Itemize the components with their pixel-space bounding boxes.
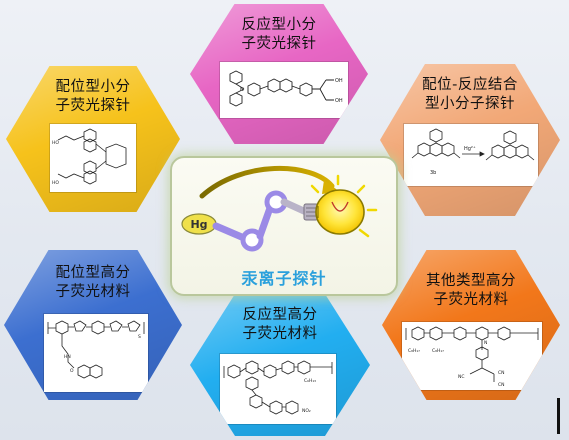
probe-illustration: Hg	[181, 165, 378, 252]
hex-title-line2: 子荧光材料	[55, 284, 131, 300]
svg-text:S: S	[138, 334, 141, 340]
hg-badge-icon: Hg	[181, 213, 217, 235]
light-bulb-icon	[303, 174, 378, 238]
other-polymer-structure-icon: C₈H₁₇ C₈H₁₇ NC CN CN N	[405, 326, 539, 388]
hex-title-line2: 子荧光探针	[241, 36, 317, 52]
center-title: 汞离子探针	[241, 269, 327, 288]
edge-marker	[557, 398, 560, 434]
reactive-probe-structure-icon: N OH OH	[229, 70, 343, 107]
hex-title-line1: 配位型小分	[55, 79, 131, 95]
svg-text:3b: 3b	[430, 170, 436, 176]
hex-title-line1: 反应型高分	[242, 307, 318, 323]
hex-coordination-small-molecule: 配位型小分 子荧光探针 HO HO	[6, 66, 180, 212]
svg-text:Hg: Hg	[190, 218, 207, 231]
hex-title: 配位型高分 子荧光材料	[4, 264, 182, 302]
svg-text:C₆H₁₃: C₆H₁₃	[304, 378, 316, 384]
svg-text:CN: CN	[498, 382, 505, 388]
svg-text:HO: HO	[52, 180, 59, 186]
hex-title-line1: 配位-反应结合	[422, 77, 518, 93]
hex-coordination-polymer: 配位型高分 子荧光材料 HN	[4, 250, 182, 400]
combined-probe-structure-icon: Hg²⁺ 3b	[411, 128, 535, 176]
coordination-probe-structure-icon: HO HO	[52, 128, 127, 186]
hex-title: 配位-反应结合 型小分子探针	[380, 76, 560, 114]
hex-title-line1: 反应型小分	[241, 17, 317, 33]
hex-reactive-polymer: 反应型高分 子荧光材料	[190, 294, 370, 436]
svg-text:HN: HN	[64, 354, 71, 360]
hex-title: 其他类型高分 子荧光材料	[382, 272, 560, 310]
hex-coordination-reactive-combined: 配位-反应结合 型小分子探针 Hg²⁺	[380, 64, 560, 216]
svg-text:Hg²⁺: Hg²⁺	[464, 146, 476, 152]
structure-image: C₆H₁₃ NO₂	[220, 354, 336, 424]
hex-title-line2: 子荧光探针	[55, 98, 131, 114]
svg-text:O: O	[70, 368, 74, 374]
structure-image: N OH OH	[220, 62, 348, 118]
structure-image: Hg²⁺ 3b	[404, 124, 538, 186]
reactive-polymer-structure-icon: C₆H₁₃ NO₂	[223, 360, 333, 415]
hex-title: 配位型小分 子荧光探针	[6, 78, 180, 116]
svg-text:C₈H₁₇: C₈H₁₇	[408, 348, 420, 354]
hex-title: 反应型高分 子荧光材料	[190, 306, 370, 344]
center-panel: Hg	[170, 156, 398, 296]
hex-reactive-small-molecule: 反应型小分 子荧光探针 N	[190, 4, 368, 144]
structure-image: C₈H₁₇ C₈H₁₇ NC CN CN N	[402, 322, 542, 390]
svg-text:N: N	[240, 87, 244, 93]
svg-text:HO: HO	[52, 140, 59, 146]
structure-image: HO HO	[50, 124, 136, 192]
hex-other-polymer: 其他类型高分 子荧光材料	[382, 250, 560, 400]
svg-text:NO₂: NO₂	[302, 408, 311, 414]
curved-arrow-icon	[199, 165, 335, 199]
hex-title-line2: 子荧光材料	[242, 326, 318, 342]
molecular-link-icon	[212, 190, 310, 252]
hex-title-line2: 型小分子探针	[425, 96, 515, 112]
svg-text:OH: OH	[335, 78, 343, 84]
hex-title-line1: 配位型高分	[55, 265, 131, 281]
svg-text:OH: OH	[335, 98, 343, 104]
coordination-polymer-structure-icon: HN O S	[47, 320, 145, 379]
hex-title-line2: 子荧光材料	[433, 292, 509, 308]
svg-text:NC: NC	[458, 374, 465, 380]
hex-title-line1: 其他类型高分	[426, 273, 516, 289]
svg-text:N: N	[484, 340, 487, 346]
svg-text:CN: CN	[498, 370, 505, 376]
hex-title: 反应型小分 子荧光探针	[190, 16, 368, 54]
svg-text:C₈H₁₇: C₈H₁₇	[432, 348, 444, 354]
structure-image: HN O S	[44, 314, 148, 392]
